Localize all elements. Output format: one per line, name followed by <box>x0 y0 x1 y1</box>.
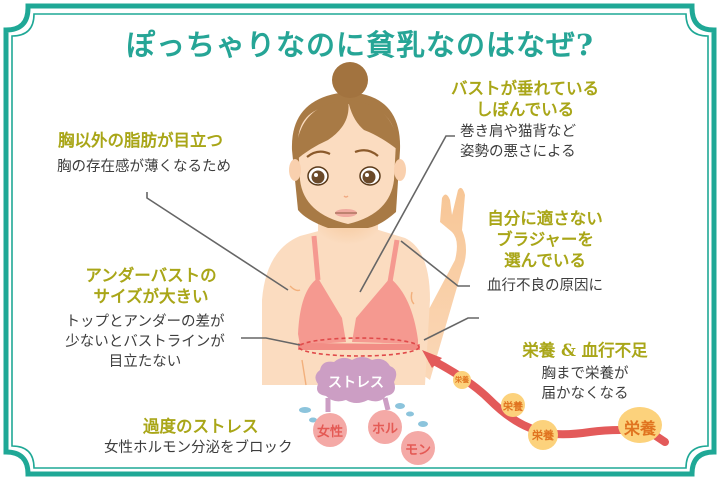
stress-cloud-label: ストレス <box>328 375 384 391</box>
nutrient-bubble-3: 栄養 <box>532 429 554 442</box>
nutrient-bubble-1: 栄養 <box>455 375 469 384</box>
callout-stress-heading: 過度のストレス <box>143 417 259 436</box>
callout-sagging-description-1: 巻き肩や猫背など <box>460 124 576 140</box>
page-title: ぽっちゃりなのに貧乳なのはなぜ? <box>126 28 594 62</box>
callout-nutrition-description-2: 届かなくなる <box>541 386 629 402</box>
callout-fat-heading: 胸以外の脂肪が目立つ <box>58 131 223 150</box>
callout-underbust-heading-1: アンダーバストの <box>85 266 217 285</box>
nutrient-bubble-4: 栄養 <box>623 419 656 438</box>
callout-sagging-heading-2: しぼんでいる <box>475 100 575 119</box>
callout-underbust-description-1: トップとアンダーの差が <box>65 314 225 330</box>
hormone-bubble-1: 女性 <box>316 425 343 440</box>
hormone-bubble-2: ホル <box>371 422 398 437</box>
callout-stress-description: 女性ホルモン分泌をブロック <box>104 440 293 456</box>
hormone-bubble-3: モン <box>404 443 431 458</box>
callout-sagging-description-2: 姿勢の悪さによる <box>460 144 576 160</box>
callout-fat-description: 胸の存在感が薄くなるため <box>57 159 231 175</box>
callout-bra-heading-2: ブラジャーを <box>496 230 594 249</box>
callout-underbust-description-3: 目立たない <box>108 354 182 370</box>
callout-nutrition-description-1: 胸まで栄養が <box>541 366 629 382</box>
callout-bra-description: 血行不良の原因に <box>487 278 603 294</box>
callout-bra-heading-1: 自分に適さない <box>487 209 603 228</box>
callout-underbust-heading-2: サイズが大きい <box>93 287 209 306</box>
callout-nutrition-heading: 栄養 & 血行不足 <box>522 341 648 360</box>
nutrient-bubble-2: 栄養 <box>503 402 523 413</box>
callout-underbust: アンダーバストの サイズが大きい <box>66 265 236 307</box>
callout-underbust-description-2: 少ないとバストラインが <box>65 334 225 350</box>
callout-sagging-heading-1: バストが垂れている <box>450 79 599 98</box>
callout-sagging: バストが垂れている しぼんでいる <box>430 78 620 120</box>
callout-sagging-description: 巻き肩や猫背など 姿勢の悪さによる <box>460 122 576 162</box>
callout-bra-heading-3: 選んでいる <box>504 251 586 270</box>
callout-bra: 自分に適さない ブラジャーを 選んでいる <box>470 208 620 271</box>
callout-fat: 胸以外の脂肪が目立つ 胸の存在感が薄くなるため <box>57 130 231 177</box>
callout-nutrition: 栄養 & 血行不足 胸まで栄養が 届かなくなる <box>510 340 660 404</box>
callout-underbust-description: トップとアンダーの差が 少ないとバストラインが 目立たない <box>55 312 235 372</box>
